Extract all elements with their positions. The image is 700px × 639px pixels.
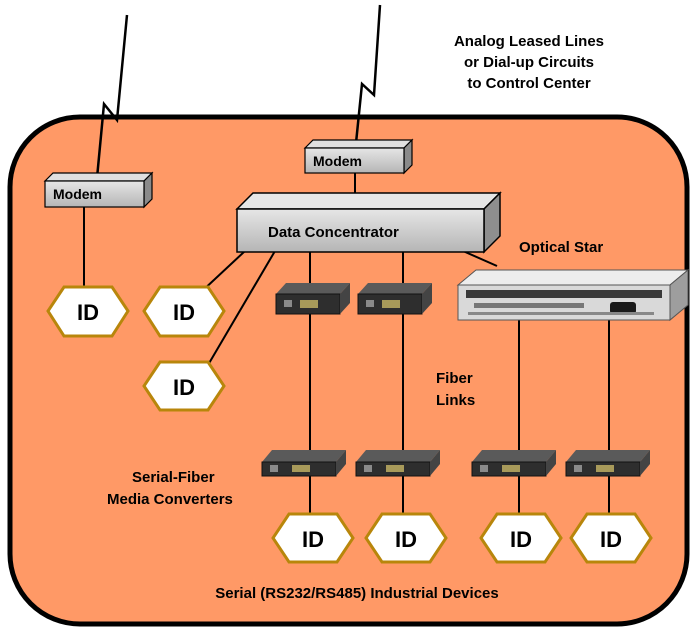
data-concentrator-label: Data Concentrator xyxy=(268,224,399,241)
leased-line-left xyxy=(95,14,129,179)
svg-text:ID: ID xyxy=(302,527,324,552)
id-device-7: ID xyxy=(569,512,653,564)
modem-left-label: Modem xyxy=(53,186,102,202)
svg-text:ID: ID xyxy=(510,527,532,552)
facility-region xyxy=(7,114,690,627)
leased-lines-annotation: Analog Leased Lines or Dial-up Circuits … xyxy=(454,33,604,92)
svg-text:or Dial-up Circuits: or Dial-up Circuits xyxy=(464,54,594,71)
media-converters-annotation: Serial-Fiber Media Converters xyxy=(107,469,233,508)
svg-text:Fiber: Fiber xyxy=(436,370,473,387)
svg-text:Links: Links xyxy=(436,392,475,409)
svg-text:ID: ID xyxy=(77,300,99,325)
modem-left: Modem xyxy=(43,171,154,209)
id-device-1: ID xyxy=(46,285,130,338)
optical-star-device xyxy=(456,268,690,322)
svg-text:to Control Center: to Control Center xyxy=(467,75,590,92)
media-converter-top-2 xyxy=(357,283,432,315)
svg-text:Media Converters: Media Converters xyxy=(107,491,233,508)
modem-right-label: Modem xyxy=(313,153,362,169)
svg-text:ID: ID xyxy=(173,375,195,400)
svg-text:ID: ID xyxy=(173,300,195,325)
media-converter-bottom-3 xyxy=(471,450,556,477)
leased-line-right xyxy=(354,4,382,144)
media-converter-bottom-2 xyxy=(355,450,440,477)
svg-text:Serial-Fiber: Serial-Fiber xyxy=(132,469,215,486)
id-device-4: ID xyxy=(271,512,355,564)
modem-right: Modem xyxy=(303,138,414,175)
industrial-devices-annotation: Serial (RS232/RS485) Industrial Devices xyxy=(215,585,498,602)
media-converter-bottom-4 xyxy=(565,450,650,477)
optical-star-label: Optical Star xyxy=(519,239,603,256)
fiber-links-annotation: Fiber Links xyxy=(436,370,475,409)
media-converter-bottom-1 xyxy=(261,450,346,477)
svg-text:ID: ID xyxy=(600,527,622,552)
svg-text:ID: ID xyxy=(395,527,417,552)
svg-text:Analog Leased Lines: Analog Leased Lines xyxy=(454,33,604,50)
data-concentrator: Data Concentrator xyxy=(235,191,502,254)
media-converter-top-1 xyxy=(275,283,350,315)
id-device-3: ID xyxy=(142,360,226,412)
id-device-6: ID xyxy=(479,512,563,564)
id-device-2: ID xyxy=(142,285,226,338)
id-device-5: ID xyxy=(364,512,448,564)
